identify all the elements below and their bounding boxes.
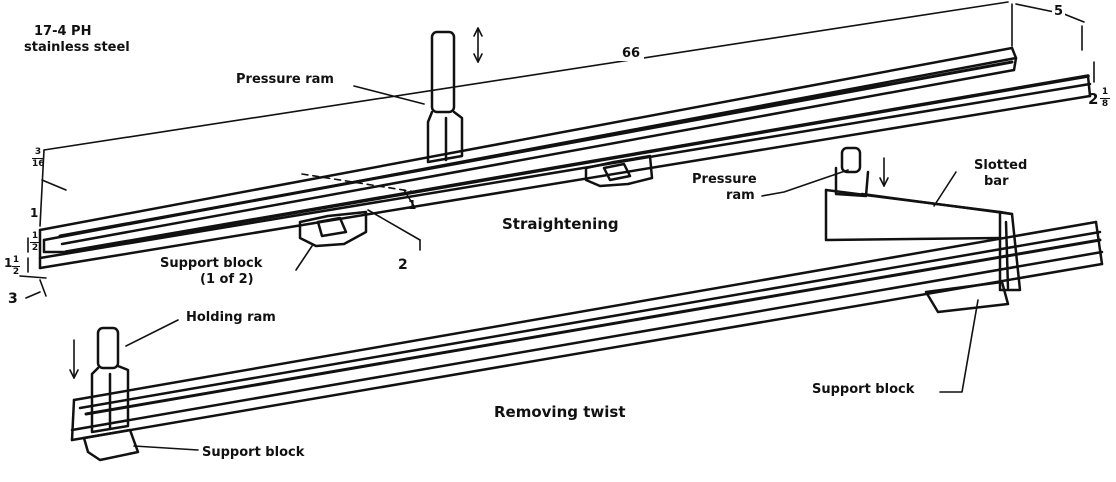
label-support-block-upper-line2: (1 of 2): [200, 272, 254, 287]
leader-pressure-ram-right: [761, 169, 849, 197]
leader-support-top: [295, 245, 313, 271]
height-fraction-den: 8: [1101, 99, 1109, 109]
height-fraction-num: 1: [1101, 87, 1109, 97]
pressure-ram-upper: [426, 30, 464, 164]
support-block-lower-left: [82, 428, 140, 462]
label-pressure-ram-upper: Pressure ram: [236, 72, 334, 87]
dimension-height-fraction: 1 8: [1100, 88, 1110, 109]
length-extension-left: [39, 149, 45, 227]
support-block-upper-right: [584, 154, 654, 188]
dimension-flange-fraction-b: 1 2: [12, 256, 20, 277]
flange-fraction-a-num: 1: [31, 231, 39, 241]
dimension-height-whole: 2: [1088, 90, 1099, 108]
dimension-thickness-fraction: 3 16: [32, 147, 45, 169]
flange-fraction-b-num: 1: [12, 255, 20, 265]
dimension-block-one: 1: [408, 198, 417, 212]
dimension-length: 66: [618, 46, 645, 61]
flange-fraction-a-den: 2: [31, 243, 39, 253]
material-label-line2: stainless steel: [24, 40, 130, 55]
holding-ram: [90, 326, 130, 434]
caption-straightening: Straightening: [502, 215, 619, 233]
dimension-flange-whole: 1: [4, 256, 13, 270]
thick-fraction-den: 16: [32, 159, 45, 169]
dimension-flange-1: 1: [30, 206, 39, 220]
slotted-bar: [824, 188, 1022, 292]
label-support-block-upper-line1: Support block: [160, 256, 263, 271]
support-block-upper-left: [298, 210, 368, 248]
dimension-flange-fraction-a: 1 2: [30, 232, 40, 253]
leader-pressure-ram: [353, 85, 425, 105]
lower-channel-workpiece: [70, 220, 1104, 442]
pressure-ram-right: [834, 146, 870, 198]
label-pressure-ram-right-line1: Pressure: [692, 172, 757, 187]
label-holding-ram: Holding ram: [186, 310, 276, 325]
material-label-line1: 17-4 PH: [34, 24, 92, 39]
support-block-lower-right: [924, 280, 1010, 314]
length-dimension-line: [43, 1, 1009, 151]
label-support-block-right: Support block: [812, 382, 915, 397]
label-pressure-ram-right-line2: ram: [726, 188, 755, 203]
label-slotted-bar-line1: Slotted: [974, 158, 1028, 173]
label-support-block-bottom: Support block: [202, 445, 305, 460]
dimension-block-two: 2: [398, 257, 408, 273]
dimension-end-width: 5: [1052, 4, 1066, 19]
leader-support-right: [939, 299, 979, 393]
label-slotted-bar-line2: bar: [984, 174, 1009, 189]
leader-support-bottom: [133, 445, 199, 451]
upper-channel-workpiece: [38, 46, 1092, 270]
leader-holding-ram: [125, 319, 179, 347]
leader-slotted-bar: [933, 171, 957, 207]
flange-fraction-b-den: 2: [12, 267, 20, 277]
thick-fraction-num: 3: [34, 147, 42, 157]
dimension-base-width: 3: [8, 291, 18, 307]
caption-removing-twist: Removing twist: [494, 403, 626, 421]
